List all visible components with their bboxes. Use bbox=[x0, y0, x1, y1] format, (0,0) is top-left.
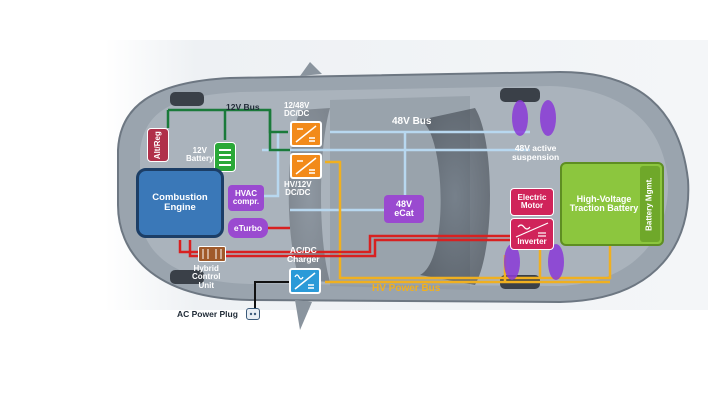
inverter-box: Inverter bbox=[510, 218, 554, 250]
hvac-box: HVAC compr. bbox=[228, 185, 264, 211]
electric-motor-box: Electric Motor bbox=[510, 188, 554, 216]
hv-battery-line1: High-Voltage bbox=[576, 193, 632, 204]
combustion-engine-box: Combustion Engine bbox=[136, 168, 224, 238]
eturbo-label: eTurbo bbox=[233, 222, 263, 233]
battery-12v-line1: 12V bbox=[192, 146, 207, 155]
ecat-line1: 48V bbox=[395, 198, 412, 209]
inverter-label: Inverter bbox=[517, 236, 547, 246]
charger-line2: Charger bbox=[287, 253, 320, 264]
hybrid-line3: Unit bbox=[198, 280, 214, 290]
ac-plug-icon bbox=[246, 308, 260, 320]
dcdc-12-48-icon bbox=[290, 121, 322, 147]
inverter-symbol-icon bbox=[515, 222, 549, 238]
battery-mgmt-box: Battery Mgmt. bbox=[640, 166, 660, 242]
charger-line1: AC/DC bbox=[289, 245, 317, 255]
battery-12v-line2: Battery bbox=[186, 154, 214, 164]
dcdc-hv-12-line2: DC/DC bbox=[285, 188, 311, 198]
motor-line2: Motor bbox=[520, 201, 544, 210]
dcdc-hv-12-label: HV/12V DC/DC bbox=[284, 180, 312, 198]
motor-line1: Electric bbox=[517, 192, 547, 202]
charger-icon bbox=[289, 268, 321, 294]
engine-line1: Combustion bbox=[152, 192, 208, 204]
ecat-line2: eCat bbox=[394, 208, 414, 218]
alt-reg-box: Alt/Reg bbox=[147, 128, 169, 162]
bus-hv-label: HV Power Bus bbox=[372, 283, 441, 294]
hybrid-control-icon bbox=[198, 246, 226, 262]
alt-reg-label: Alt/Reg bbox=[152, 130, 162, 159]
engine-line2: Engine bbox=[164, 202, 196, 213]
active-suspension-label: 48V active suspension bbox=[512, 144, 559, 162]
dcdc-hv-12-line1: HV/12V bbox=[284, 180, 312, 189]
battery-12v-label: 12V Battery bbox=[186, 146, 214, 164]
bus-48v-label: 48V Bus bbox=[392, 116, 432, 127]
ac-plug-label: AC Power Plug bbox=[177, 309, 238, 319]
battery-mgmt-label: Battery Mgmt. bbox=[644, 177, 654, 231]
dcdc-12-48-line2: DC/DC bbox=[284, 109, 310, 119]
eturbo-box: eTurbo bbox=[228, 218, 268, 238]
dcdc-12-48-label: 12/48V DC/DC bbox=[284, 101, 310, 119]
hv-battery-line2: Traction Battery bbox=[569, 203, 639, 213]
hybrid-control-label: Hybrid Control Unit bbox=[192, 264, 221, 290]
hvac-line2: compr. bbox=[232, 197, 260, 206]
suspension-line2: suspension bbox=[512, 151, 560, 162]
suspension-line1: 48V active bbox=[514, 143, 557, 153]
bus-12v-label: 12V Bus bbox=[226, 102, 260, 112]
dcdc-hv-12-icon bbox=[290, 153, 322, 179]
dcdc-12-48-line1: 12/48V bbox=[284, 101, 310, 110]
hybrid-line2: Control bbox=[192, 272, 221, 282]
hvac-line1: HVAC bbox=[234, 188, 258, 198]
charger-label: AC/DC Charger bbox=[287, 246, 320, 264]
hybrid-line1: Hybrid bbox=[193, 264, 219, 273]
ecat-box: 48V eCat bbox=[384, 195, 424, 223]
battery-12v-icon bbox=[214, 142, 236, 172]
